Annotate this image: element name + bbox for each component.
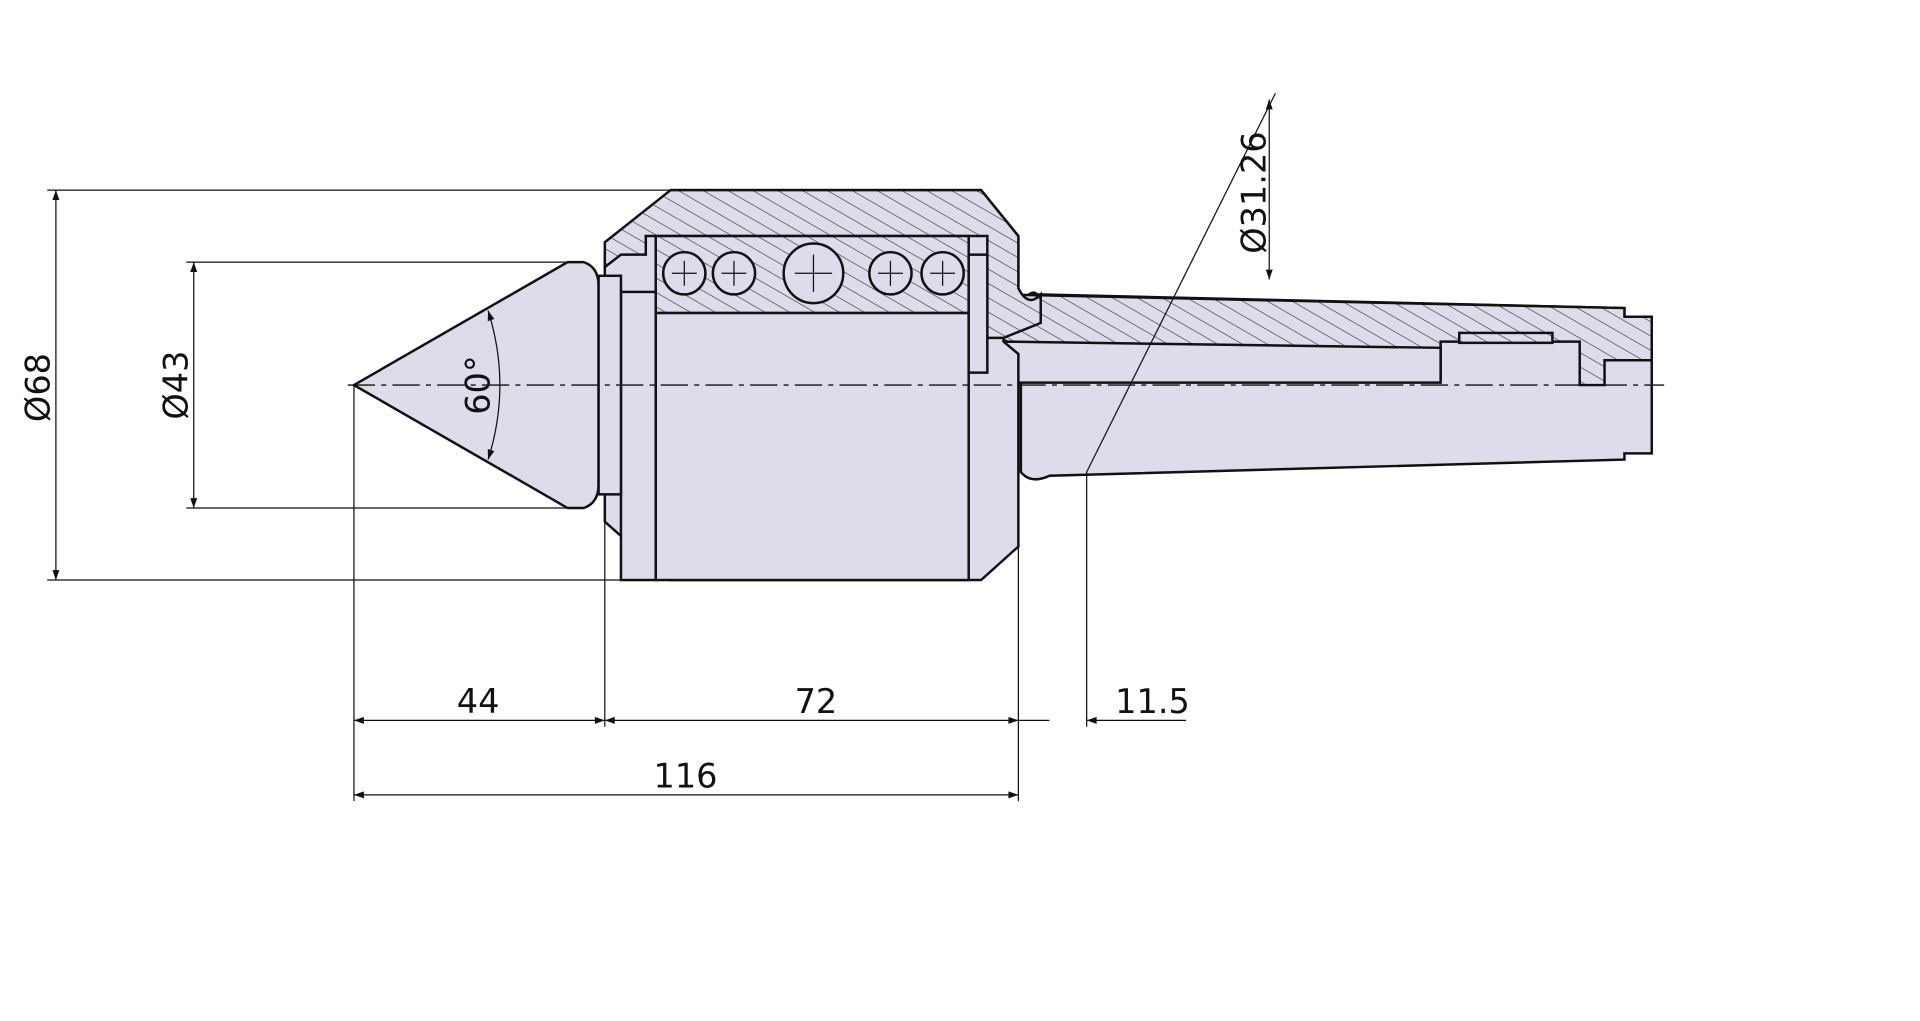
label-taper-diameter: Ø31.26	[1235, 131, 1274, 253]
dim-lengths: 44 72 11.5 116	[353, 682, 1190, 799]
inner-shaft	[1002, 340, 1442, 384]
spindle-collar	[619, 290, 657, 582]
label-length-total: 116	[654, 756, 718, 795]
dim-outer-diameter: Ø68	[19, 189, 671, 581]
label-angle: 60°	[458, 355, 497, 414]
label-length-point: 44	[457, 682, 500, 721]
label-length-body: 72	[795, 682, 838, 721]
bearing-balls	[661, 242, 965, 305]
dim-angle: 60°	[458, 310, 501, 460]
dim-point-diameter: Ø43	[157, 261, 568, 509]
label-point-diameter: Ø43	[157, 351, 196, 420]
label-length-gauge: 11.5	[1115, 682, 1190, 721]
label-outer-diameter: Ø68	[19, 353, 58, 422]
spindle	[654, 311, 970, 582]
dim-taper-diameter: Ø31.26	[1086, 92, 1277, 727]
housing-section	[603, 188, 1042, 340]
lock-ring	[967, 253, 989, 374]
pin	[1458, 331, 1554, 345]
